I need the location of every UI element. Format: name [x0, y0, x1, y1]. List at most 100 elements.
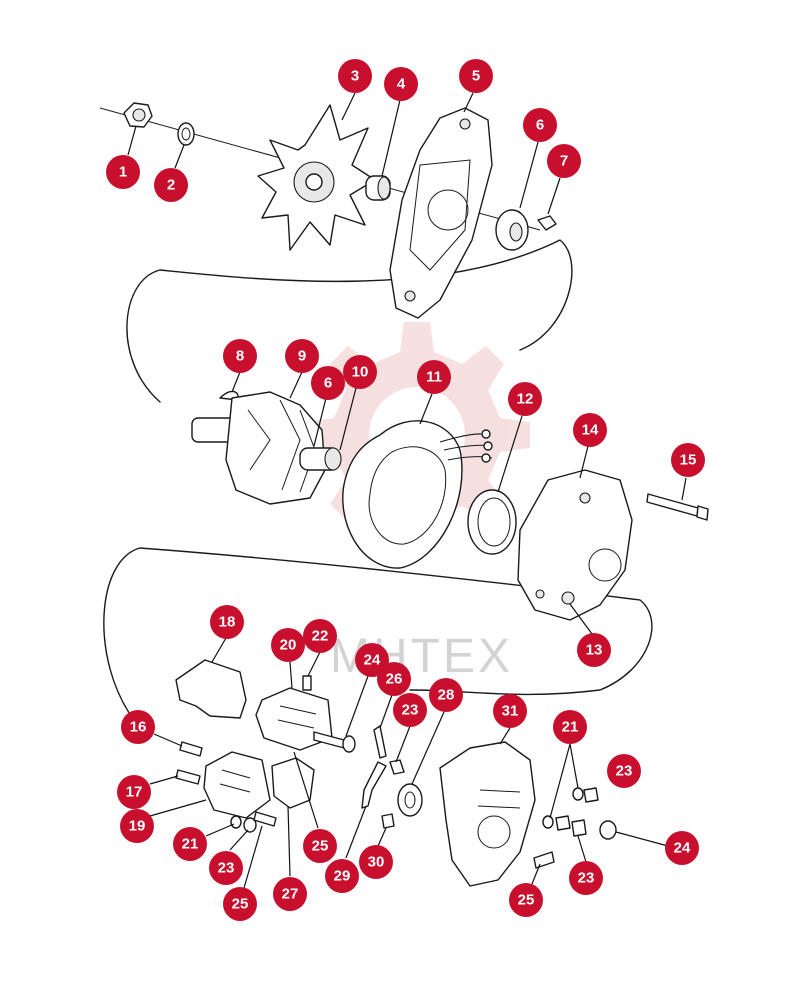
- callout: 25: [509, 883, 543, 917]
- callout-label: 9: [298, 348, 306, 365]
- part-washer: [177, 122, 195, 146]
- callout-label: 14: [582, 422, 599, 439]
- callout-label: 27: [282, 886, 299, 903]
- callout: 6: [523, 108, 557, 142]
- callout-label: 19: [129, 818, 146, 835]
- callout: 12: [508, 382, 542, 416]
- callout: 5: [459, 59, 493, 93]
- part-washer-21a: [230, 815, 242, 829]
- callout-label: 4: [397, 76, 406, 93]
- callout: 11: [417, 360, 451, 394]
- part-screw-16: [179, 741, 203, 757]
- callout-label: 22: [312, 628, 329, 645]
- callout: 6: [311, 366, 345, 400]
- callout-label: 3: [351, 68, 359, 85]
- part-spacer-23e: [571, 819, 587, 837]
- callout: 1: [106, 155, 140, 189]
- callout: 24: [355, 643, 389, 677]
- callout: 23: [607, 754, 641, 788]
- part-through-bolt: [646, 493, 709, 521]
- part-brush-holder: [271, 757, 315, 809]
- callout: 22: [303, 619, 337, 653]
- callout-label: 21: [182, 836, 199, 853]
- callout: 17: [117, 775, 151, 809]
- part-nut-23c: [583, 787, 599, 803]
- callout: 3: [338, 59, 372, 93]
- callout-label: 23: [402, 702, 419, 719]
- leader-lines: [127, 92, 687, 889]
- callout: 13: [577, 633, 611, 667]
- part-regulator: [203, 751, 271, 819]
- callout: 9: [285, 339, 319, 373]
- callout-label: 21: [562, 719, 579, 736]
- callout: 7: [547, 144, 581, 178]
- callout-label: 20: [280, 637, 297, 654]
- callout-label: 23: [218, 860, 235, 877]
- callout-label: 10: [352, 364, 369, 381]
- part-fan: [257, 104, 376, 251]
- callout: 23: [569, 861, 603, 895]
- callout-label: 2: [167, 177, 175, 194]
- callout: 2: [154, 168, 188, 202]
- part-nut-30: [381, 813, 395, 829]
- callout: 30: [359, 845, 393, 879]
- callout: 24: [665, 831, 699, 865]
- callout-label: 30: [368, 854, 385, 871]
- callout: 31: [493, 694, 527, 728]
- part-stator: [342, 420, 493, 569]
- part-screw-22: [302, 675, 312, 691]
- callout: 21: [553, 710, 587, 744]
- callout-label: 29: [334, 868, 351, 885]
- part-nut-23b: [243, 817, 257, 833]
- callout: 27: [273, 877, 307, 911]
- callout-label: 25: [312, 838, 329, 855]
- part-bracket: [373, 725, 387, 759]
- callout: 29: [325, 859, 359, 893]
- part-screw-25a: [253, 811, 277, 827]
- callout: 23: [209, 851, 243, 885]
- part-insulator: [397, 783, 423, 817]
- part-nut-23d: [555, 815, 571, 831]
- callout-label: 24: [674, 840, 691, 857]
- callout-label: 31: [502, 703, 519, 720]
- callout: 23: [393, 693, 427, 727]
- part-screw-25c: [533, 851, 555, 869]
- part-stator-ring: [467, 489, 517, 555]
- callout: 4: [384, 67, 418, 101]
- part-terminal-plate: [175, 659, 247, 719]
- callout-label: 8: [236, 348, 244, 365]
- part-rotor: [191, 391, 342, 505]
- callout: 20: [271, 628, 305, 662]
- callout-label: 24: [364, 652, 381, 669]
- part-nut-23a: [389, 759, 405, 775]
- callout: 19: [120, 809, 154, 843]
- callout: 25: [223, 887, 257, 921]
- callout-label: 11: [426, 369, 442, 386]
- part-nut: [123, 102, 153, 128]
- callout: 14: [573, 413, 607, 447]
- callout-label: 16: [130, 719, 147, 736]
- part-nut-24b: [599, 820, 617, 840]
- callout-label: 5: [472, 68, 480, 85]
- callout-label: 28: [438, 687, 455, 704]
- callout: 15: [671, 443, 705, 477]
- callout: 25: [303, 829, 337, 863]
- part-stud-spacer: [313, 731, 356, 753]
- part-small-key: [537, 215, 557, 231]
- part-screw-17: [175, 769, 201, 785]
- part-slip-ring-end-housing: [517, 469, 633, 621]
- callout: 21: [173, 827, 207, 861]
- callout-label: 6: [536, 117, 544, 134]
- callout: 26: [377, 662, 411, 696]
- callout-label: 18: [219, 614, 236, 631]
- part-washer-21b: [572, 787, 584, 801]
- callout-label: 13: [586, 642, 603, 659]
- callout-label: 1: [119, 164, 127, 181]
- part-rear-cover: [439, 741, 536, 887]
- part-spacer: [365, 175, 391, 201]
- callout: 8: [223, 339, 257, 373]
- callout-label: 17: [126, 784, 143, 801]
- callout: 10: [343, 355, 377, 389]
- callout-label: 26: [386, 671, 403, 688]
